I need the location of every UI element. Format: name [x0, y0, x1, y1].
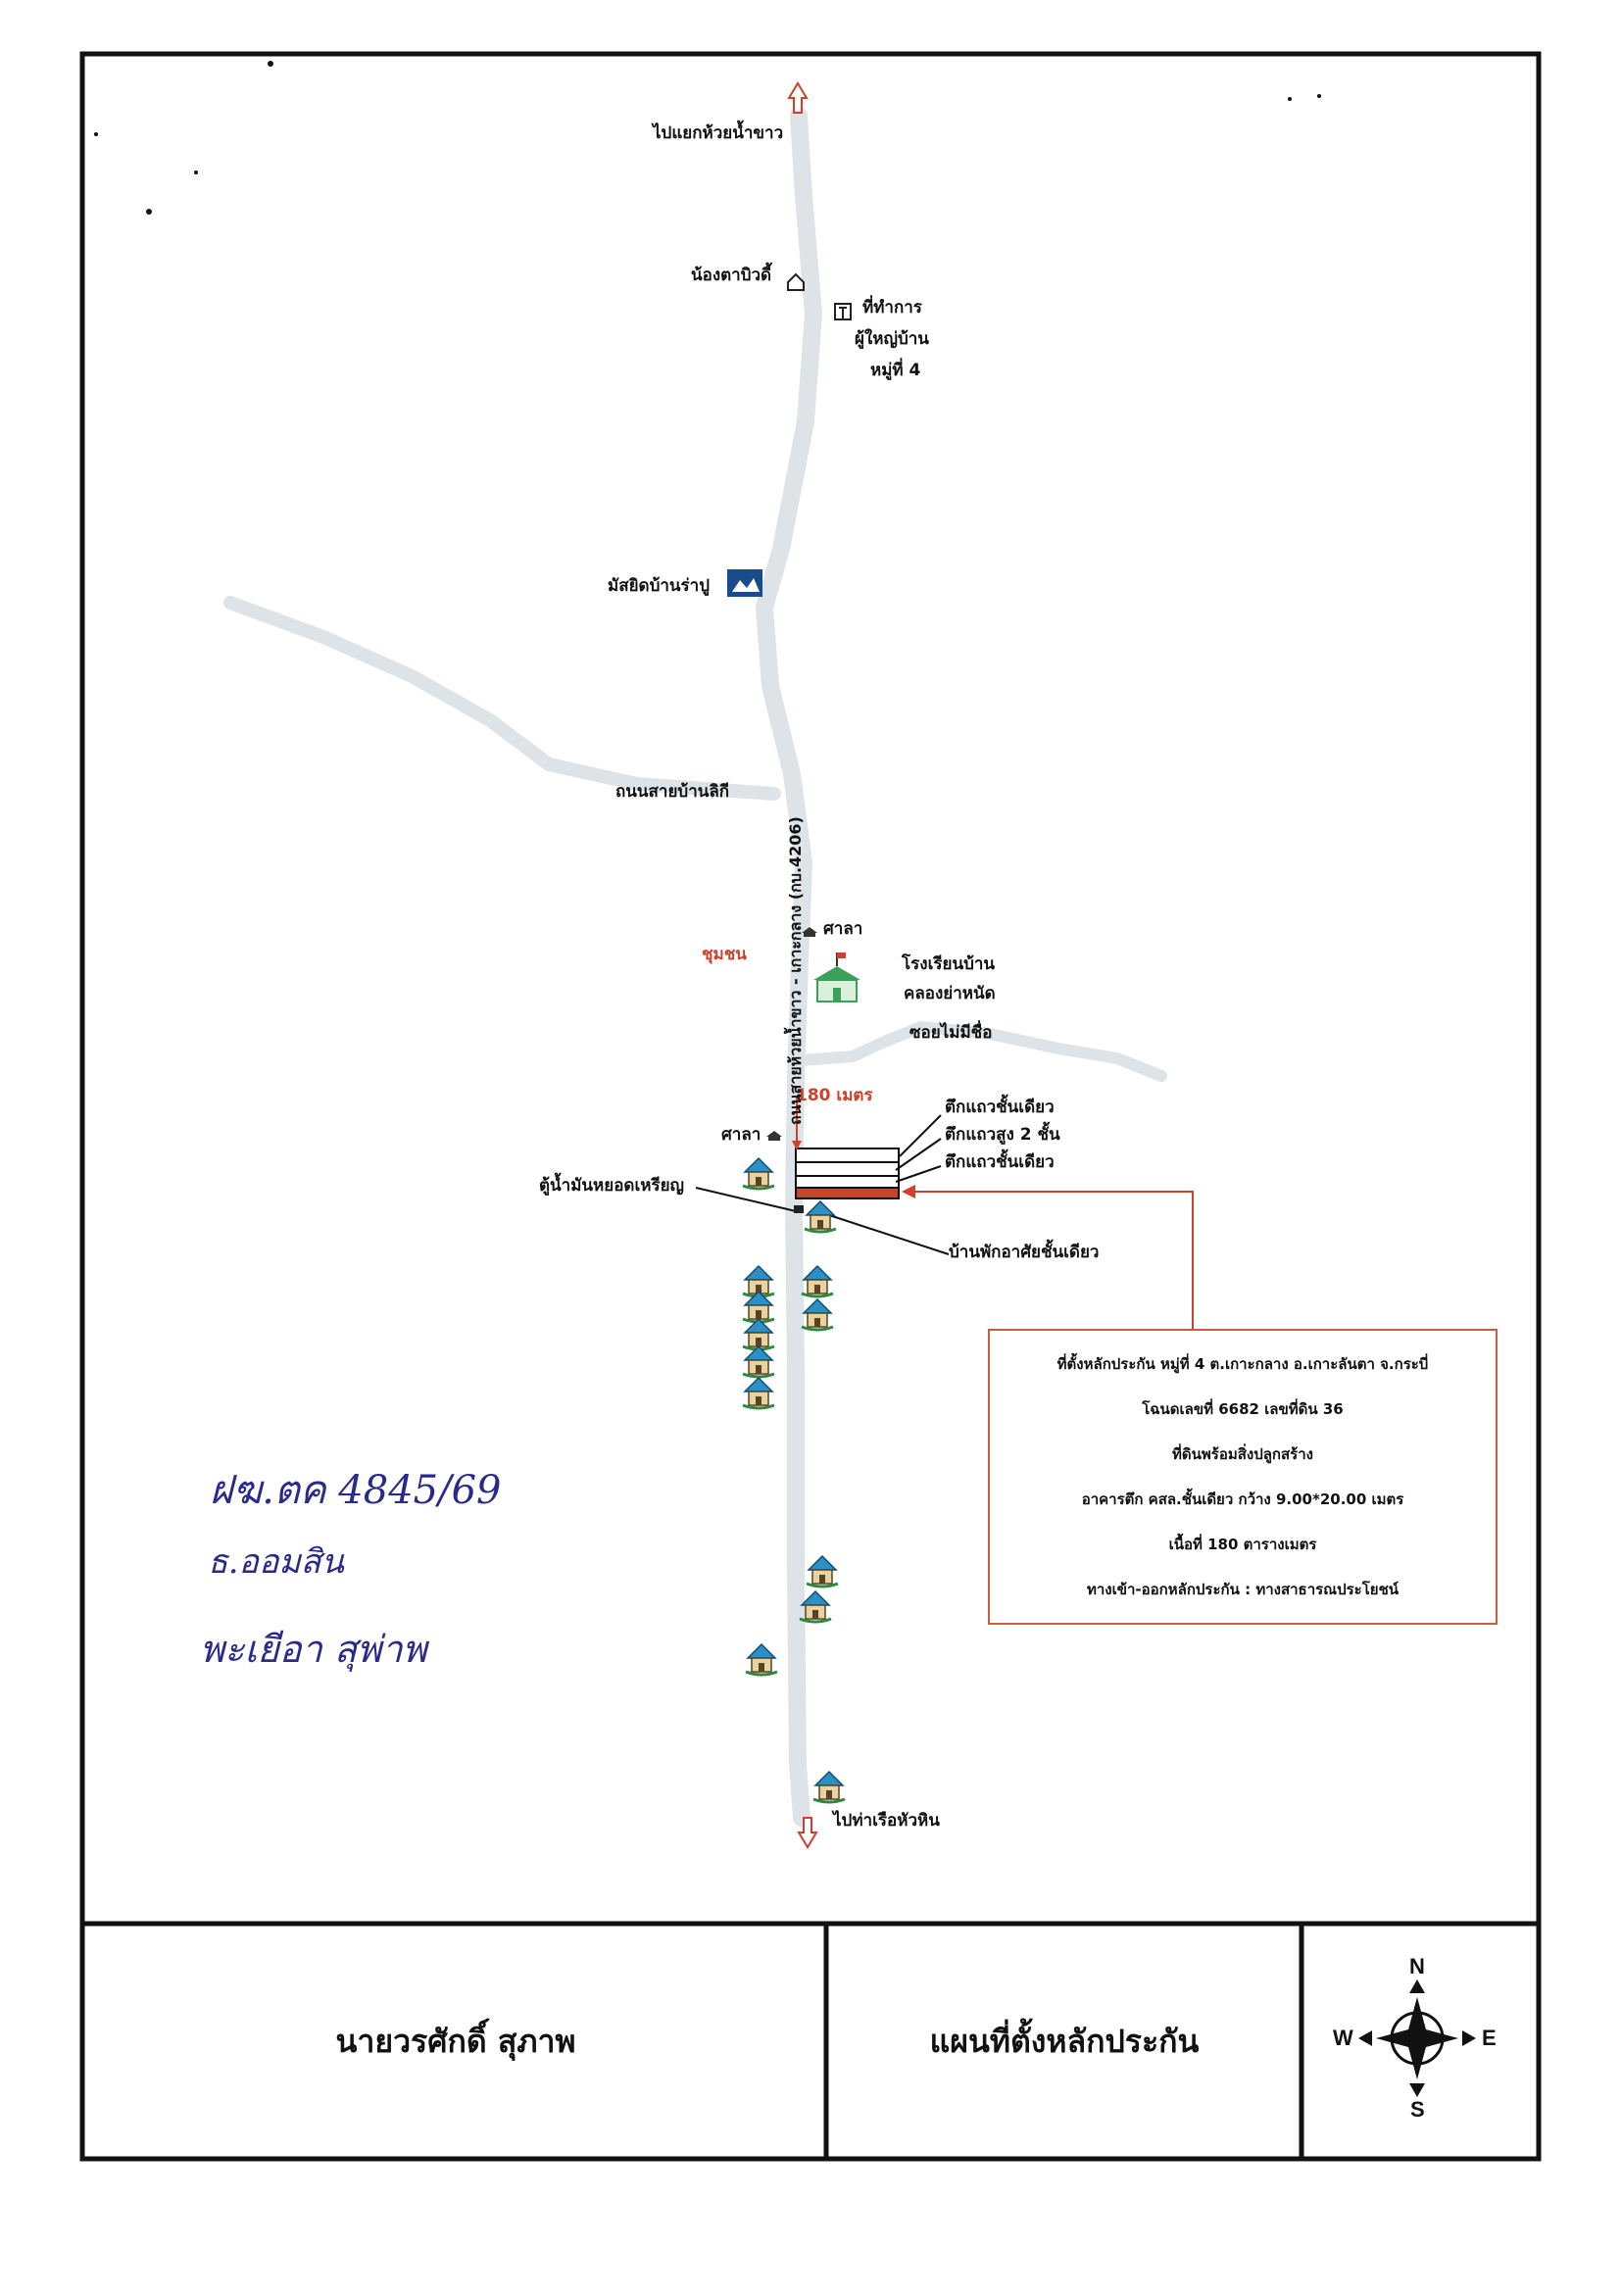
handwriting-line-3: พะเยีอา สุพ่าพ [200, 1628, 427, 1671]
mosque-icon [727, 569, 762, 597]
footer-owner-cell: นายวรศักดิ์ สุภาพ [87, 1924, 824, 2159]
property-building [795, 1187, 900, 1199]
collateral-info-box: ที่ตั้งหลักประกัน หมู่ที่ 4 ต.เกาะกลาง อ… [988, 1329, 1498, 1625]
shophouse-row [795, 1148, 900, 1199]
label-mosque: มัสยิดบ้านร่าปู [608, 576, 711, 596]
property-pointer [792, 1098, 1194, 1329]
info-location: ที่ตั้งหลักประกัน หมู่ที่ 4 ต.เกาะกลาง อ… [1056, 1355, 1429, 1373]
map-title: แผนที่ตั้งหลักประกัน [929, 2022, 1200, 2060]
label-fuel-machine: ตู้น้ำมันหยอดเหรียญ [539, 1176, 685, 1196]
school-icon [813, 953, 860, 1002]
shophouse-3 [795, 1175, 900, 1189]
leader-lines [695, 1114, 950, 1255]
label-shophouse-1: ตึกแถวชั้นเดียว [945, 1098, 1055, 1117]
shophouse-1 [795, 1148, 900, 1163]
label-school-2: คลองย่าหนัด [904, 984, 996, 1003]
info-area: เนื้อที่ 180 ตารางเมตร [1168, 1536, 1317, 1553]
label-alley-unnamed: ซอยไม่มีชื่อ [909, 1023, 993, 1043]
label-community: ชุมชน [702, 945, 747, 964]
compass-n: N [1409, 1954, 1425, 1978]
alley-unnamed [796, 1021, 1167, 1082]
owner-name: นายวรศักดิ์ สุภาพ [335, 2022, 576, 2060]
frame [79, 51, 1542, 2162]
label-school-1: โรงเรียนบ้าน [902, 954, 996, 974]
label-headman-office-1: ที่ทำการ [862, 298, 922, 318]
compass-s: S [1410, 2097, 1425, 2122]
main-road [756, 107, 822, 1827]
shophouse-2 [795, 1161, 900, 1177]
label-road-ban-likee: ถนนสายบ้านลิกี [615, 782, 730, 802]
scan-specks [94, 61, 1321, 215]
info-land-type: ที่ดินพร้อมสิ่งปลูกสร้าง [1172, 1445, 1313, 1463]
label-sala-top: ศาลา [823, 919, 863, 939]
label-distance: 180 เมตร [796, 1086, 873, 1105]
footer-title-cell: แผนที่ตั้งหลักประกัน [829, 1924, 1300, 2159]
label-main-road: ถนนสายห้วยน้ำขาว - เกาะกลาง (กบ.4206) [786, 816, 805, 1125]
sala-icon [766, 1131, 782, 1141]
home-icon [787, 272, 805, 291]
compass-w: W [1333, 2026, 1353, 2050]
road-ban-likee [223, 596, 781, 801]
label-sala-left: ศาลา [721, 1125, 761, 1145]
label-headman-office-3: หมู่ที่ 4 [870, 361, 921, 380]
handwriting-line-1: ฝฆ.ตค 4845/69 [210, 1468, 502, 1513]
label-shophouse-3: ตึกแถวชั้นเดียว [945, 1152, 1055, 1172]
label-shophouse-2: ตึกแถวสูง 2 ชั้น [945, 1125, 1060, 1145]
label-to-tha-ruea-hua-hin: ไปท่าเรือหัวหิน [833, 1811, 940, 1831]
office-icon [834, 303, 852, 320]
sala-icon [802, 927, 817, 937]
label-house-single: บ้านพักอาศัยชั้นเดียว [949, 1243, 1100, 1262]
fuel-marker [794, 1205, 804, 1213]
label-headman-office-2: ผู้ใหญ่บ้าน [855, 329, 929, 349]
arrow-south-icon [797, 1817, 818, 1849]
roads [223, 107, 1167, 1827]
info-building: อาคารตึก คสล.ชั้นเดียว กว้าง 9.00*20.00 … [1081, 1490, 1404, 1508]
info-access: ทางเข้า-ออกหลักประกัน : ทางสาธารณประโยชน… [1086, 1581, 1400, 1598]
label-to-huai-nam-khao: ไปแยกห้วยน้ำขาว [653, 123, 784, 143]
arrow-north-icon [787, 81, 809, 114]
label-nong-ta-bidi: น้องตาบิวดี้ [691, 266, 772, 285]
handwriting-line-2: ธ.ออมสิน [208, 1542, 344, 1582]
compass-icon [1358, 1979, 1476, 2097]
info-deed: โฉนดเลขที่ 6682 เลขที่ดิน 36 [1142, 1400, 1344, 1418]
compass-e: E [1482, 2026, 1497, 2050]
